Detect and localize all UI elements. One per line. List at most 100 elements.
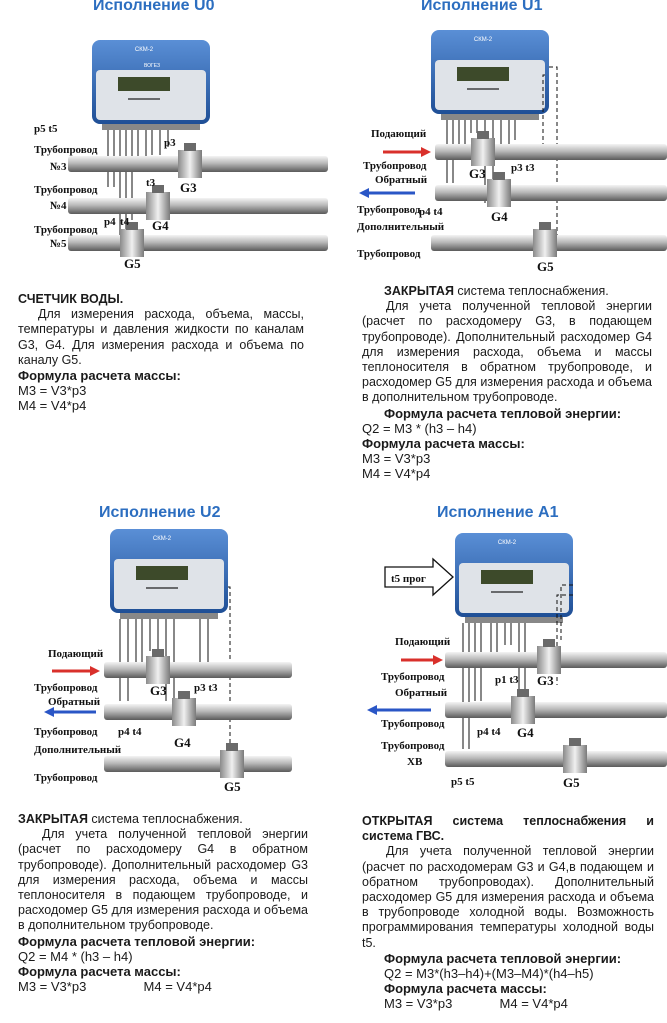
device-skm2: СКМ-2 ВОГЕЗ: [92, 40, 210, 130]
label-g5: G5: [537, 259, 554, 274]
label-g4: G4: [152, 218, 169, 233]
u1-text: Для учета полученной тепловой энергии (р…: [362, 299, 652, 405]
supply-arrow: [383, 147, 431, 157]
a1-text: Для учета полученной тепловой энергии (р…: [362, 844, 654, 950]
u0-pipe-3: [68, 143, 328, 178]
u1-formula-m4: M4 = V4*p4: [362, 466, 431, 482]
device-skm2: СКМ-2: [431, 30, 549, 120]
label-pipe5: Трубопровод: [34, 224, 98, 236]
label-g3: G3: [150, 683, 167, 698]
a1-xb-pipe: [445, 738, 667, 773]
label-pipe5-num: №5: [50, 238, 67, 250]
label-pipe1: Трубопровод: [363, 160, 427, 172]
label-pipe1: Трубопровод: [381, 671, 445, 683]
supply-arrow: [401, 655, 443, 665]
label-g4: G4: [517, 725, 534, 740]
u2-supply-pipe: [104, 649, 292, 684]
a1-mass-label: Формула расчета массы:: [384, 981, 547, 997]
return-arrow: [44, 707, 96, 717]
a1-heat-formula: Q2 = M3*(h3–h4)+(M3–M4)*(h4–h5): [384, 966, 594, 982]
u2-description: ЗАКРЫТАЯ система теплоснабжения. Для уче…: [18, 812, 308, 994]
a1-formula-m3: M3 = V3*p3: [384, 996, 453, 1012]
u1-heading: ЗАКРЫТАЯ система теплоснабжения.: [362, 284, 652, 299]
u1-supply-pipe: [435, 131, 667, 166]
device-skm2: СКМ-2: [455, 533, 573, 623]
u1-title: Исполнение U1: [421, 0, 543, 14]
label-pipe3: Трубопровод: [381, 740, 445, 752]
u0-title: Исполнение U0: [93, 0, 215, 14]
u1-mass-label: Формула расчета массы:: [362, 435, 525, 451]
u0-heading: СЧЕТЧИК ВОДЫ.: [18, 292, 124, 306]
label-pipe4: Трубопровод: [34, 184, 98, 196]
label-g3: G3: [469, 166, 486, 181]
supply-arrow: [52, 666, 100, 676]
device-model-label: СКМ-2: [135, 47, 154, 53]
a1-formula-m4: M4 = V4*p4: [499, 996, 568, 1012]
label-p3t3: p3 t3: [194, 682, 218, 694]
label-p3t3: p3 t3: [511, 162, 535, 174]
u2-formula-m3: M3 = V3*p3: [18, 979, 87, 995]
u2-heading: ЗАКРЫТАЯ система теплоснабжения.: [18, 812, 308, 827]
u1-heading-bold: ЗАКРЫТАЯ: [384, 284, 454, 298]
u2-diagram: СКМ-2 Подающий Трубопровод Обратный Т: [34, 529, 292, 794]
label-supply: Подающий: [48, 648, 104, 660]
u1-diagram: СКМ-2 Подающий Трубопровод Обра: [357, 30, 667, 274]
label-g4: G4: [491, 209, 508, 224]
u0-diagram: СКМ-2 ВОГЕЗ p5 t5 Трубопровод №3 Трубопр…: [34, 40, 328, 271]
label-pipe2: Трубопровод: [357, 204, 421, 216]
label-pipe3: Трубопровод: [357, 248, 421, 260]
label-return: Обратный: [375, 174, 428, 186]
label-g5: G5: [563, 775, 580, 790]
label-p1t3: p1 t3: [495, 674, 519, 686]
u2-heat-formula: Q2 = M4 * (h3 – h4): [18, 948, 133, 964]
label-extra: Дополнительный: [34, 744, 122, 756]
label-g3: G3: [537, 673, 554, 688]
device-skm2: СКМ-2: [110, 529, 228, 619]
u0-text: Для измерения расхода, объема, массы, те…: [18, 307, 304, 367]
label-pipe2: Трубопровод: [34, 726, 98, 738]
u2-text: Для учета полученной тепловой энергии (р…: [18, 827, 308, 933]
label-g4: G4: [174, 735, 191, 750]
u2-return-pipe: [104, 691, 292, 726]
device-model-label: СКМ-2: [498, 540, 517, 546]
label-supply: Подающий: [395, 636, 451, 648]
u0-pipe-4: [68, 185, 328, 220]
u2-extra-pipe: [104, 743, 292, 778]
label-return: Обратный: [48, 696, 101, 708]
label-pipe1: Трубопровод: [34, 682, 98, 694]
device-brand-label: ВОГЕЗ: [144, 63, 160, 69]
label-p5t5: p5 t5: [451, 776, 475, 788]
return-arrow: [359, 188, 415, 198]
a1-title: Исполнение A1: [437, 504, 559, 521]
u0-formula-m3: M3 = V3*p3: [18, 383, 87, 399]
a1-return-pipe: [445, 689, 667, 724]
a1-description: ОТКРЫТАЯ система теплоснабжения и систем…: [362, 814, 654, 1011]
label-return: Обратный: [395, 687, 448, 699]
label-p4: p4: [104, 216, 116, 228]
u1-heading-rest: система теплоснабжения.: [453, 284, 609, 298]
label-t5prog: t5 прог: [391, 573, 426, 585]
label-extra: Дополнительный: [357, 221, 445, 233]
a1-supply-pipe: [445, 639, 667, 674]
label-pipe3: Трубопровод: [34, 144, 98, 156]
u1-return-pipe: [435, 172, 667, 207]
label-p4t4: p4 t4: [419, 206, 443, 218]
u2-formulas: M3 = V3*p3 M4 = V4*p4: [18, 979, 308, 994]
u1-extra-pipe: [431, 222, 667, 257]
device-model-label: СКМ-2: [153, 536, 172, 542]
label-t4: t4: [120, 216, 130, 228]
a1-formulas: M3 = V3*p3 M4 = V4*p4: [362, 996, 654, 1011]
label-p3: p3: [164, 137, 176, 149]
u2-title: Исполнение U2: [99, 504, 221, 521]
label-g5: G5: [124, 256, 141, 271]
a1-diagram: СКМ-2 t5 прог Подающий Тр: [367, 533, 667, 790]
u2-mass-label: Формула расчета массы:: [18, 963, 181, 979]
label-p4t4: p4 t4: [118, 726, 142, 738]
a1-heading: ОТКРЫТАЯ система теплоснабжения и систем…: [362, 814, 654, 844]
a1-heat-label: Формула расчета тепловой энергии:: [384, 950, 622, 966]
u1-formula-m3: M3 = V3*p3: [362, 451, 431, 467]
label-p4t4: p4 t4: [477, 726, 501, 738]
label-g3: G3: [180, 180, 197, 195]
label-xb: ХВ: [407, 756, 423, 768]
return-arrow: [367, 705, 431, 715]
